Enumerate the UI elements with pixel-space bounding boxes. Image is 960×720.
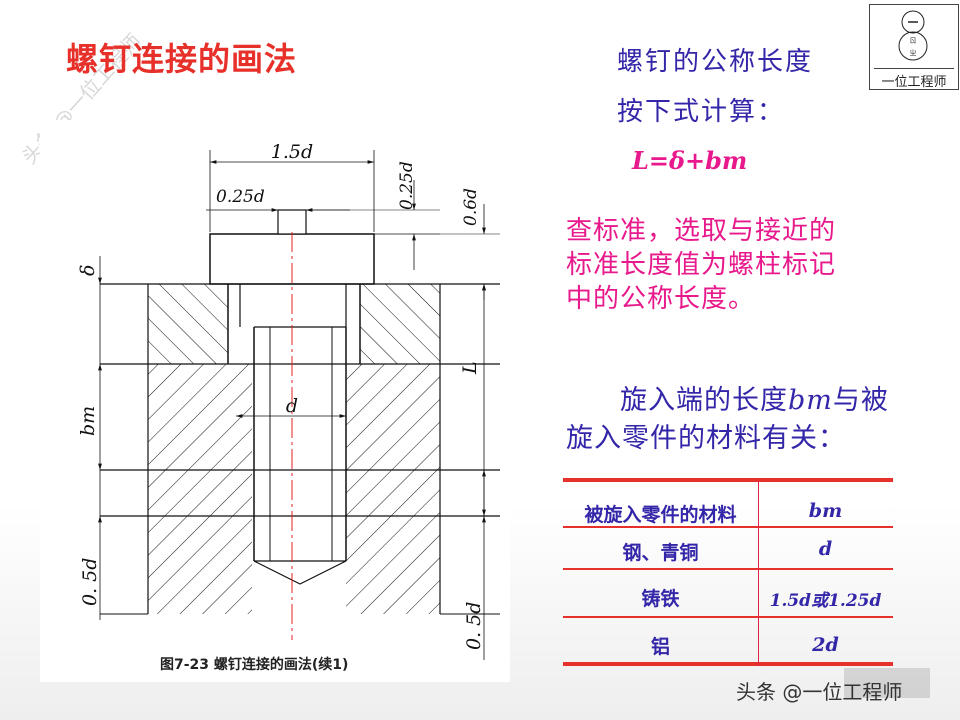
relation-line1-c: 与被: [832, 385, 889, 416]
screw-drawing: 1.5d 0.25d 0.25d 0.6d L δ bm 0. 5d 0. 5d: [40, 120, 510, 682]
table-rule: [563, 662, 893, 666]
relation-line1-a: 旋入端的长度: [620, 385, 788, 416]
table-cell: 铝: [650, 636, 670, 658]
dim-slot-depth: 0.25d: [397, 161, 417, 210]
dim-bm: bm: [77, 406, 99, 436]
calc-line-2: 按下式计算：: [617, 97, 786, 127]
logo-seal-icon: ㄖ ㄓ: [898, 10, 928, 61]
table-divider: [758, 480, 759, 666]
dim-top-width: 1.5d: [271, 141, 313, 163]
material-table: 被旋入零件的材料 bm 钢、青铜 d 铸铁 1.5d或1.25d 铝 2d: [563, 478, 893, 666]
footer-text: 头条 @一位工程师: [736, 680, 903, 704]
footer-highlight: [844, 668, 930, 698]
length-formula: L=δ+bm: [632, 146, 748, 175]
page-title: 螺钉连接的画法: [66, 40, 298, 78]
calc-line-1: 螺钉的公称长度: [617, 47, 814, 77]
screw-slot: [277, 209, 307, 235]
dim-head-height: 0.6d: [461, 188, 481, 226]
table-cell: 1.5d或1.25d: [769, 591, 882, 611]
table-cell: 2d: [812, 634, 839, 656]
figure-caption: 图7-23 螺钉连接的画法(续1): [160, 657, 349, 673]
dim-d: d: [286, 395, 298, 417]
drawing-svg: 1.5d 0.25d 0.25d 0.6d L δ bm 0. 5d 0. 5d: [77, 141, 500, 660]
table-cell: 铸铁: [641, 588, 680, 610]
selection-note: 查标准，选取与接近的标准长度值为螺柱标记中的公称长度。: [566, 216, 837, 314]
table-header: bm: [808, 500, 843, 522]
logo-caption: 一位工程师: [874, 68, 954, 90]
relation-text: 旋入端的长度bm与被 旋入零件的材料有关：: [566, 382, 926, 458]
dim-gap-right: 0. 5d: [463, 602, 485, 650]
table-cell: 钢、青铜: [622, 542, 699, 564]
lower-part-left: [148, 364, 252, 614]
dim-gap-left: 0. 5d: [79, 558, 101, 606]
table-rule: [563, 526, 893, 528]
table-rule: [563, 568, 893, 570]
upper-plate-right: [360, 284, 440, 364]
footer-credit: 头条 @一位工程师: [736, 668, 930, 705]
lower-part-right: [346, 364, 440, 614]
dim-slot-width: 0.25d: [216, 187, 265, 207]
table-cell: d: [818, 538, 833, 560]
relation-line2: 旋入零件的材料有关：: [566, 423, 846, 454]
svg-text:ㄓ: ㄓ: [910, 49, 917, 57]
table-header: 被旋入零件的材料: [584, 504, 737, 526]
dim-L: L: [459, 361, 481, 375]
dim-delta: δ: [77, 265, 99, 276]
table-rule: [563, 616, 893, 618]
relation-line1-b: bm: [788, 385, 833, 416]
svg-text:ㄖ: ㄖ: [910, 37, 917, 45]
upper-plate-left: [148, 284, 228, 364]
logo: ㄖ ㄓ 一位工程师: [869, 4, 959, 90]
table-rule: [563, 478, 893, 482]
